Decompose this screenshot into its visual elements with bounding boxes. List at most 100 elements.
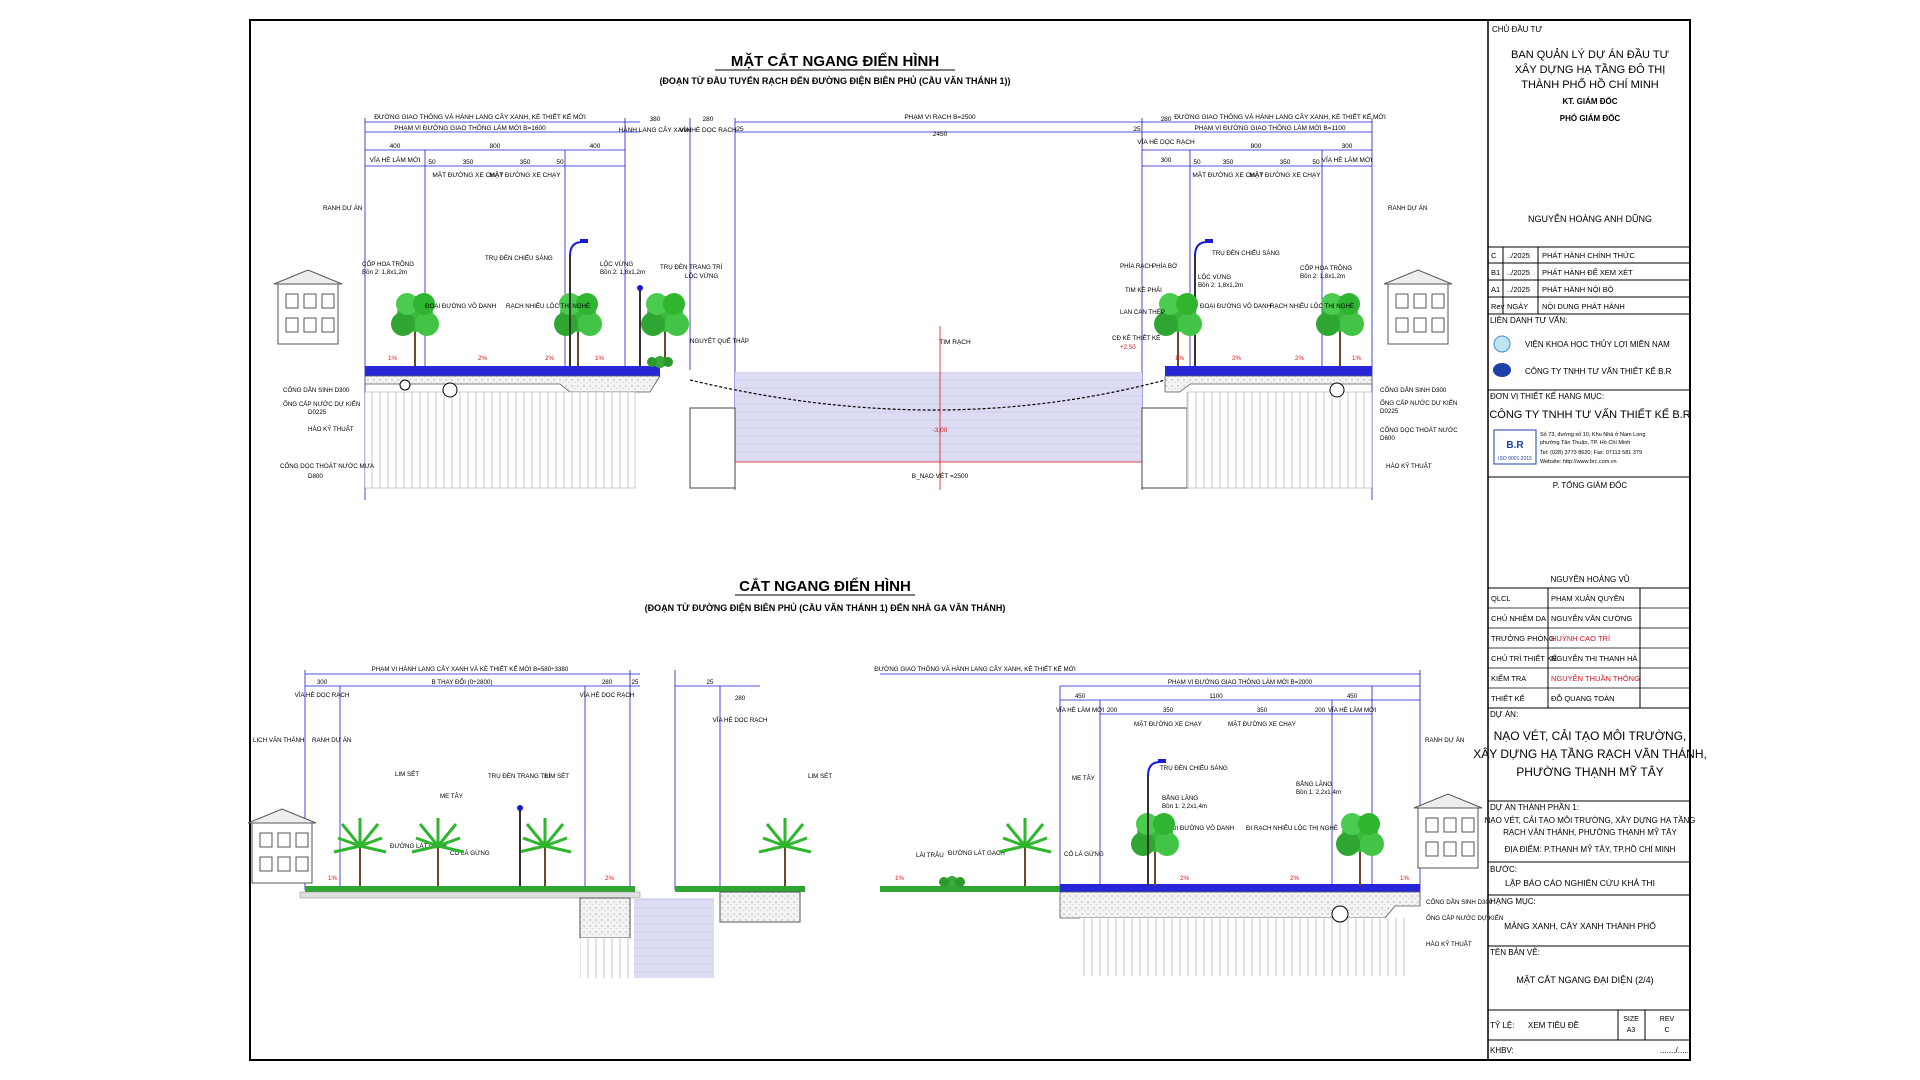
s2-right-pavement xyxy=(1060,884,1420,892)
staff-role: QLCL xyxy=(1491,594,1511,603)
s2-via-he-moi-a: VỈA HÈ LÀM MỚI xyxy=(1056,707,1105,714)
s1-canal-water xyxy=(735,372,1142,462)
s2-slope-3: 1% xyxy=(895,875,904,882)
s1-ranh-du-an-r: RANH DỰ ÁN xyxy=(1388,205,1427,212)
s2-bush xyxy=(939,876,965,888)
s1-dim-top-left: ĐƯỜNG GIAO THÔNG VÀ HÀNH LANG CÂY XANH, … xyxy=(374,111,586,121)
s2-middle-grass xyxy=(675,886,805,892)
tb-khbv-value: ......./...... xyxy=(1660,1046,1691,1055)
br-logo xyxy=(1493,429,1537,465)
s2-slope-6: 1% xyxy=(1400,875,1409,882)
s1-dim-via-he-rach-a: VỈA HÈ DỌC RẠCH xyxy=(679,125,737,134)
tb-component-1: NẠO VÉT, CẢI TẠO MÔI TRƯỜNG, XÂY DỰNG HẠ… xyxy=(1484,815,1695,825)
s1-d50r2: 50 xyxy=(1312,159,1320,166)
s1-via-he-moi-r: VỈA HÈ LÀM MỚI xyxy=(1322,155,1373,164)
s1-phia-bo: PHÍA BỜ xyxy=(1152,263,1178,270)
s2-mat-duong-a: MẶT ĐƯỜNG XE CHẠY xyxy=(1134,721,1202,728)
tb-category: MẢNG XANH, CÂY XANH THÀNH PHỐ xyxy=(1504,920,1656,931)
br-logo-text: B.R xyxy=(1506,440,1524,451)
tb-khbv-label: KHBV: xyxy=(1490,1046,1514,1055)
s1-rach-nhieu-loc: RẠCH NHIÊU LỘC THỊ NGHÈ xyxy=(506,302,590,310)
s2-via-he-rach-l: VỈA HÈ DỌC RẠCH xyxy=(295,692,350,699)
revision-date: NGÀY xyxy=(1507,302,1528,311)
house-left-2 xyxy=(247,808,317,884)
s1-d300r: 300 xyxy=(1161,157,1172,164)
tb-project-2: XÂY DỰNG HẠ TẦNG RẠCH VĂN THÁNH, xyxy=(1473,746,1707,761)
s2-tree-3 xyxy=(517,816,573,888)
s2-slope-4: 2% xyxy=(1180,875,1189,882)
revision-rev: A1 xyxy=(1491,285,1500,294)
s1-right-pavement xyxy=(1165,366,1372,376)
tb-component-2: RẠCH VĂN THÁNH, PHƯỜNG THẠNH MỸ TÂY xyxy=(1503,828,1677,837)
s1-hao-ky-thuat-l: HÀO KỸ THUẬT xyxy=(308,426,354,433)
s1-cong-doc-r: CỐNG DỌC THOÁT NƯỚC xyxy=(1380,427,1458,434)
tb-size-label: SIZE xyxy=(1623,1016,1639,1023)
s2-dimension-lines xyxy=(304,670,1421,900)
s2-lim-set-1: LIM SÉT xyxy=(395,771,419,778)
s1-dimension-lines xyxy=(364,118,1373,500)
s2-tree-6 xyxy=(1130,812,1180,887)
s1-hao-ky-thuat-r: HÀO KỸ THUẬT xyxy=(1386,463,1432,470)
tb-addr-2: phường Tân Thuận, TP. Hồ Chí Minh xyxy=(1540,440,1630,446)
s2-d350a: 350 xyxy=(1163,707,1174,714)
s2-ong-cap: ỐNG CẤP NƯỚC DỰ KIẾN xyxy=(1426,915,1503,922)
s2-d-var: B THAY ĐỔI (0÷2800) xyxy=(432,679,493,686)
s1-ranh-du-an-l: RANH DỰ ÁN xyxy=(323,205,362,212)
staff-role: THIẾT KẾ xyxy=(1491,693,1525,703)
revision-rev: Rev xyxy=(1491,302,1505,311)
tb-consultant-2: CÔNG TY TNHH TƯ VẤN THIẾT KẾ B.R xyxy=(1525,366,1672,376)
s1-nguyet-que: NGUYỆT QUẾ THẤP xyxy=(690,337,749,345)
revision-desc: PHÁT HÀNH CHÍNH THỨC xyxy=(1542,251,1635,260)
staff-role: CHỦ NHIỆM DA xyxy=(1491,614,1546,623)
s2-d450a: 450 xyxy=(1075,693,1086,700)
s2-tree-4 xyxy=(757,816,813,888)
br-iso: ISO 9001:2015 xyxy=(1498,456,1532,462)
section-2-title: CẮT NGANG ĐIỂN HÌNH xyxy=(739,577,911,595)
tb-ty-le-label: TỶ LỆ: xyxy=(1490,1021,1514,1030)
s1-slope-8: 1% xyxy=(1352,355,1361,362)
tb-du-an-label: DỰ ÁN: xyxy=(1490,710,1518,719)
section-1-subtitle: (ĐOẠN TỪ ĐẦU TUYẾN RẠCH ĐẾN ĐƯỜNG ĐIỆN B… xyxy=(659,75,1010,86)
br-logo-small xyxy=(1493,363,1511,377)
tb-ten-ban-ve-label: TÊN BẢN VẼ: xyxy=(1490,948,1540,957)
s2-ranh-du-an-r: RANH DỰ ÁN xyxy=(1425,737,1464,744)
house-right xyxy=(1383,269,1453,345)
tb-consultant-1: VIỆN KHOA HỌC THỦY LỢI MIỀN NAM xyxy=(1525,339,1670,349)
s2-slope-5: 2% xyxy=(1290,875,1299,882)
staff-name: HUỲNH CAO TRÍ xyxy=(1551,634,1611,643)
s2-hao-ky-thuat: HÀO KỸ THUẬT xyxy=(1426,941,1472,948)
s1-cong-doc-r2: D600 xyxy=(1380,435,1395,442)
s1-d400a: 400 xyxy=(390,143,401,150)
house-left xyxy=(273,269,343,345)
sheet-border xyxy=(249,19,1691,1061)
s1-ong-cap-r2: D0225 xyxy=(1380,408,1399,415)
viet-khoa-hoc-logo xyxy=(1493,335,1511,353)
tb-stage: LẬP BÁO CÁO NGHIÊN CỨU KHẢ THI xyxy=(1505,877,1655,888)
tb-size-value: A3 xyxy=(1627,1027,1636,1034)
staff-name: ĐỖ QUANG TOÀN xyxy=(1551,694,1614,703)
s1-cong-dan-l: CỐNG DẪN SINH D300 xyxy=(283,387,350,394)
s1-doi-duong-r: ĐOẠI ĐƯỜNG VÔ DANH xyxy=(1200,303,1271,310)
section-1: MẶT CẮT NGANG ĐIỂN HÌNH (ĐOẠN TỪ ĐẦU TUY… xyxy=(273,52,1458,500)
s1-d350b: 350 xyxy=(520,159,531,166)
s1-bush xyxy=(647,356,673,368)
s1-dim-top-right: ĐƯỜNG GIAO THÔNG VÀ HÀNH LANG CÂY XANH, … xyxy=(1174,111,1386,121)
s2-d200b: 200 xyxy=(1315,707,1326,714)
s1-phia-rach: PHÍA RẠCH xyxy=(1120,263,1153,270)
s1-dim-280b: 280 xyxy=(1161,116,1172,123)
s2-left-grass xyxy=(305,886,635,892)
s1-tim-rach: TIM RẠCH xyxy=(939,339,971,346)
s2-bang-lang-2: BẰNG LĂNG xyxy=(1296,780,1332,788)
s1-d50b: 50 xyxy=(556,159,564,166)
s1-ong-cap-l2: D0225 xyxy=(308,409,327,416)
s2-tree-5 xyxy=(997,816,1053,888)
section-1-title: MẶT CẮT NGANG ĐIỂN HÌNH xyxy=(731,52,939,70)
s2-d200a: 200 xyxy=(1107,707,1118,714)
title-block: CHỦ ĐẦU TƯ BAN QUẢN LÝ DỰ ÁN ĐẦU TƯ XÂY … xyxy=(1473,24,1707,1055)
revision-date: ../2025 xyxy=(1507,268,1530,277)
s2-slope-2: 2% xyxy=(605,875,614,882)
revision-desc: NỘI DUNG PHÁT HÀNH xyxy=(1542,302,1625,311)
s2-di-rach: ĐI RẠCH NHIÊU LỘC THỊ NGHÈ xyxy=(1246,824,1338,832)
